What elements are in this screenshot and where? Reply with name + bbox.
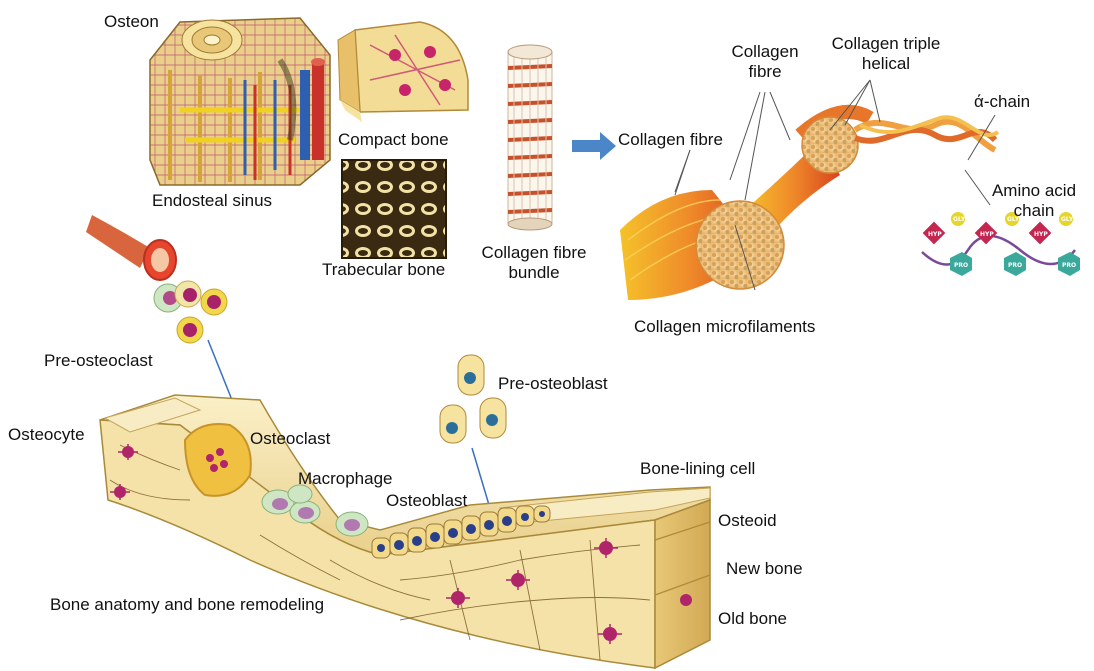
- label-alpha-chain: ά-chain: [974, 92, 1030, 112]
- label-pre-osteoblast: Pre-osteoblast: [498, 374, 608, 394]
- label-trabecular-bone: Trabecular bone: [322, 260, 445, 280]
- label-macrophage: Macrophage: [298, 469, 393, 489]
- label-line: Amino acid: [982, 181, 1086, 201]
- label-line: Collagen fibre: [476, 243, 592, 263]
- label-line: Collagen: [720, 42, 810, 62]
- label-osteoclast: Osteoclast: [250, 429, 330, 449]
- label-collagen-fibre-top: Collagen fibre: [720, 42, 810, 82]
- collagen-arrow-icon: [572, 132, 616, 160]
- blood-vessel: [86, 215, 176, 280]
- collagen-fibre-bundle: [508, 45, 552, 230]
- gly-tag-label: GLY: [953, 216, 966, 223]
- label-line: helical: [816, 54, 956, 74]
- figure-caption: Bone anatomy and bone remodeling: [50, 595, 324, 615]
- pro-tag-label: PRO: [1008, 262, 1022, 269]
- osteon-block: [150, 18, 330, 185]
- hyp-tag-label: HYP: [928, 231, 942, 238]
- label-bone-lining-cell: Bone-lining cell: [640, 459, 755, 479]
- osteoclast-cell: [185, 424, 251, 496]
- label-line: Collagen triple: [816, 34, 956, 54]
- label-osteocyte: Osteocyte: [8, 425, 85, 445]
- label-line: bundle: [476, 263, 592, 283]
- label-osteoid: Osteoid: [718, 511, 777, 531]
- amino-acid-chain: HYP GLY PRO HYP GLY PRO HYP GLY PRO: [922, 212, 1080, 276]
- label-compact-bone: Compact bone: [338, 130, 449, 150]
- label-osteoblast: Osteoblast: [386, 491, 467, 511]
- label-new-bone: New bone: [726, 559, 803, 579]
- label-collagen-fibre-bundle: Collagen fibre bundle: [476, 243, 592, 283]
- label-line: chain: [982, 201, 1086, 221]
- pro-tag-label: PRO: [954, 262, 968, 269]
- collagen-fibre-leader: [675, 150, 690, 192]
- label-pre-osteoclast: Pre-osteoclast: [44, 351, 153, 371]
- label-osteon: Osteon: [104, 12, 159, 32]
- label-old-bone: Old bone: [718, 609, 787, 629]
- pre-osteoblast-cells: [440, 355, 506, 443]
- label-amino-acid-chain: Amino acid chain: [982, 181, 1086, 221]
- hyp-tag-label: HYP: [1034, 231, 1048, 238]
- label-collagen-triple-helical: Collagen triple helical: [816, 34, 956, 74]
- label-collagen-microfilaments: Collagen microfilaments: [634, 317, 815, 337]
- pro-tag-label: PRO: [1062, 262, 1076, 269]
- label-collagen-fibre-arrow: Collagen fibre: [618, 130, 723, 150]
- label-endosteal-sinus: Endosteal sinus: [152, 191, 272, 211]
- pre-osteoclast-cells: [154, 281, 227, 343]
- hyp-tag-label: HYP: [980, 231, 994, 238]
- label-line: fibre: [720, 62, 810, 82]
- trabecular-bone-block: [342, 160, 446, 258]
- compact-bone-block: [338, 22, 468, 122]
